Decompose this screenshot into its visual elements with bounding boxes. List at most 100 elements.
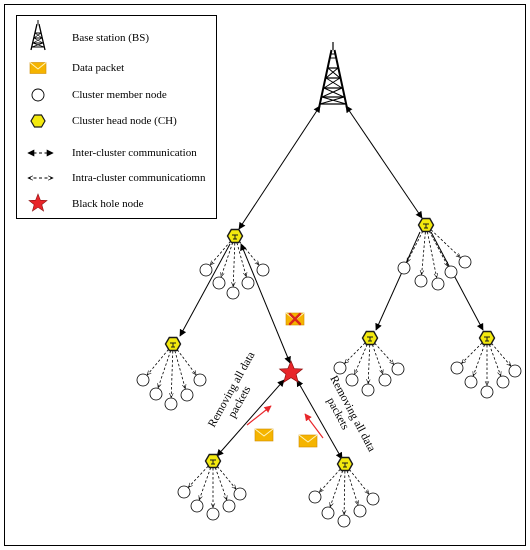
member-node — [164, 397, 178, 411]
cluster-top-right — [397, 217, 472, 291]
intra-cluster-link — [430, 229, 460, 258]
member-node — [361, 383, 375, 397]
member-node — [136, 373, 150, 387]
member-node — [496, 375, 510, 389]
member-node-icon — [31, 88, 45, 102]
annotation-removing-left: Removing all data packets — [206, 347, 270, 435]
cluster-head-antenna-icon — [367, 336, 373, 342]
intra-cluster-link — [214, 467, 227, 500]
intra-cluster-link — [319, 468, 341, 492]
clusters — [136, 217, 522, 528]
intra-cluster-link — [210, 241, 231, 265]
outer-border — [4, 4, 526, 546]
member-node — [308, 490, 322, 504]
member-node — [378, 373, 392, 387]
member-node — [212, 276, 226, 290]
cluster-head-antenna-icon — [170, 342, 176, 348]
intra-cluster-link — [346, 470, 358, 505]
member-node — [450, 361, 464, 375]
intra-cluster-link — [427, 231, 436, 278]
member-node — [508, 364, 522, 378]
cluster-head-antenna-icon — [423, 223, 429, 229]
intra-cluster-link — [221, 242, 234, 277]
dropped-packet-icon — [285, 312, 305, 326]
member-node — [414, 274, 428, 288]
cluster-bottom-right — [308, 456, 380, 528]
legend-label-black-hole: Black hole node — [72, 198, 144, 210]
intra-cluster-link — [174, 350, 185, 389]
link-ch-left-ch-farleft — [179, 243, 231, 337]
legend-label-member-node: Cluster member node — [72, 89, 167, 101]
member-node — [444, 265, 458, 279]
base-station-tower-icon — [318, 42, 348, 109]
black-hole-star-icon — [28, 193, 48, 212]
intra-cluster-link — [489, 344, 500, 376]
cluster-mid-center — [333, 330, 405, 397]
intra-cluster-link — [491, 343, 511, 366]
intra-cluster-link — [239, 241, 259, 265]
member-node — [431, 277, 445, 291]
intra-cluster-link — [473, 344, 485, 376]
member-node — [222, 499, 236, 513]
legend: Base station (BS) Data packet Cluster me… — [16, 15, 217, 219]
intra-cluster-link — [188, 465, 209, 487]
cluster-bottom-left — [177, 453, 247, 521]
envelope-icon — [298, 434, 318, 448]
intra-cluster-link — [171, 350, 173, 398]
link-ch-right-ch-farright — [430, 231, 484, 331]
member-node — [241, 276, 255, 290]
intra-cluster-link — [330, 470, 344, 507]
intra-cluster-link — [233, 242, 235, 287]
member-node — [149, 387, 163, 401]
member-node — [458, 255, 472, 269]
member-node — [464, 375, 478, 389]
link-blackhole-ch-bottomright — [296, 379, 343, 460]
envelope-icon — [254, 428, 274, 442]
member-node — [480, 385, 494, 399]
intra-cluster-link — [374, 342, 394, 364]
member-node — [353, 504, 367, 518]
member-node — [193, 373, 207, 387]
member-node — [199, 263, 213, 277]
intra-cluster-link — [176, 349, 196, 375]
intra-cluster-link — [158, 350, 172, 388]
member-node — [337, 514, 351, 528]
member-node — [256, 263, 270, 277]
cluster-mid-right — [450, 330, 522, 399]
member-node — [180, 388, 194, 402]
intra-cluster-link — [462, 342, 483, 364]
cluster-head-antenna-icon — [484, 336, 490, 342]
intra-cluster-link — [236, 242, 246, 277]
cluster-head-antenna-icon — [342, 462, 348, 468]
intra-cluster-link — [349, 469, 369, 494]
member-node — [391, 362, 405, 376]
intra-cluster-link — [147, 349, 169, 375]
intra-cluster-link — [199, 467, 212, 500]
legend-label-inter-cluster: Inter-cluster communication — [72, 147, 197, 159]
intra-cluster-link — [422, 231, 426, 275]
link-blackhole-ch-bottomleft — [216, 379, 285, 457]
intra-cluster-link — [372, 344, 382, 374]
intra-cluster-link — [217, 466, 236, 489]
tower-icon — [30, 20, 46, 51]
link-ch-right-ch-midright — [375, 231, 421, 331]
legend-box — [16, 15, 217, 219]
member-node — [333, 361, 347, 375]
member-node — [366, 492, 380, 506]
legend-label-base-station: Base station (BS) — [72, 32, 149, 44]
red-direction-arrow-right — [304, 413, 324, 439]
link-bs-ch-right — [345, 105, 423, 219]
intra-cluster-link — [354, 344, 368, 374]
legend-label-intra-cluster: Intra-cluster communicatiomn — [72, 172, 206, 184]
black-hole-node — [278, 360, 304, 383]
legend-label-data-packet: Data packet — [72, 62, 124, 74]
member-node — [177, 485, 191, 499]
link-ch-left-blackhole — [240, 243, 291, 364]
intra-cluster-link — [344, 470, 345, 515]
link-bs-ch-left — [238, 105, 321, 230]
member-node — [206, 507, 220, 521]
member-node — [233, 487, 247, 501]
member-node — [345, 373, 359, 387]
cluster-head-icon — [30, 114, 46, 128]
